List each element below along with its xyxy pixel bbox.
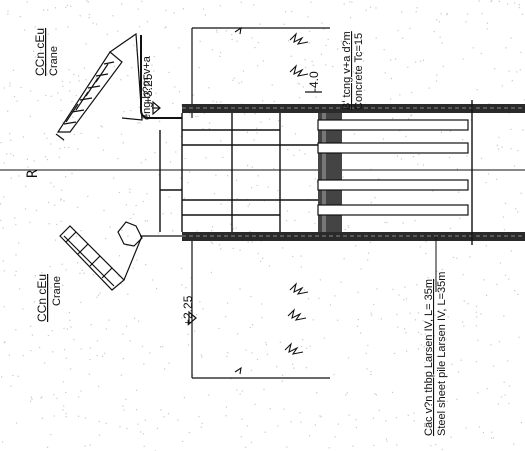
- concrete-label-vn: B' tcng v+a d?m: [341, 31, 353, 110]
- crane-bottom-vn: CCn cEu: [35, 274, 49, 322]
- bracing-struts: [159, 113, 330, 232]
- elevation-bottom-label: +2.25: [181, 295, 195, 326]
- piles: [317, 119, 469, 216]
- crane-bottom-icon: [59, 221, 182, 291]
- soil-marks: [234, 26, 309, 375]
- elevation-top-label: +3.25: [141, 73, 155, 104]
- pump-pipe-label: ëng b?m v+a: [141, 55, 153, 120]
- sheetpile-label-vn: Cäc v?n thbp Larsen IV, L= 35m: [423, 279, 435, 436]
- crane-top-icon: [55, 32, 143, 141]
- sheet-pile-bottom: [182, 232, 525, 241]
- crane-bottom-en: Crane: [51, 276, 63, 306]
- pump-pipe: [140, 35, 182, 119]
- crane-top-vn: CCn cEu: [33, 28, 47, 76]
- crane-top-en: Crane: [48, 46, 60, 76]
- elevation-marker-bottom: [188, 310, 197, 326]
- water-level-lines: [191, 27, 330, 379]
- centerline-symbol: R: [25, 169, 41, 178]
- sheet-pile-top: [182, 104, 525, 113]
- sheetpile-label-en: Steel sheet pile Larsen IV, L=35m: [436, 272, 448, 436]
- elevation-mid-label: -4.0: [307, 71, 321, 92]
- concrete-label-en: Concrete Tc=15: [353, 33, 365, 110]
- elevation-marker-top: [152, 100, 161, 116]
